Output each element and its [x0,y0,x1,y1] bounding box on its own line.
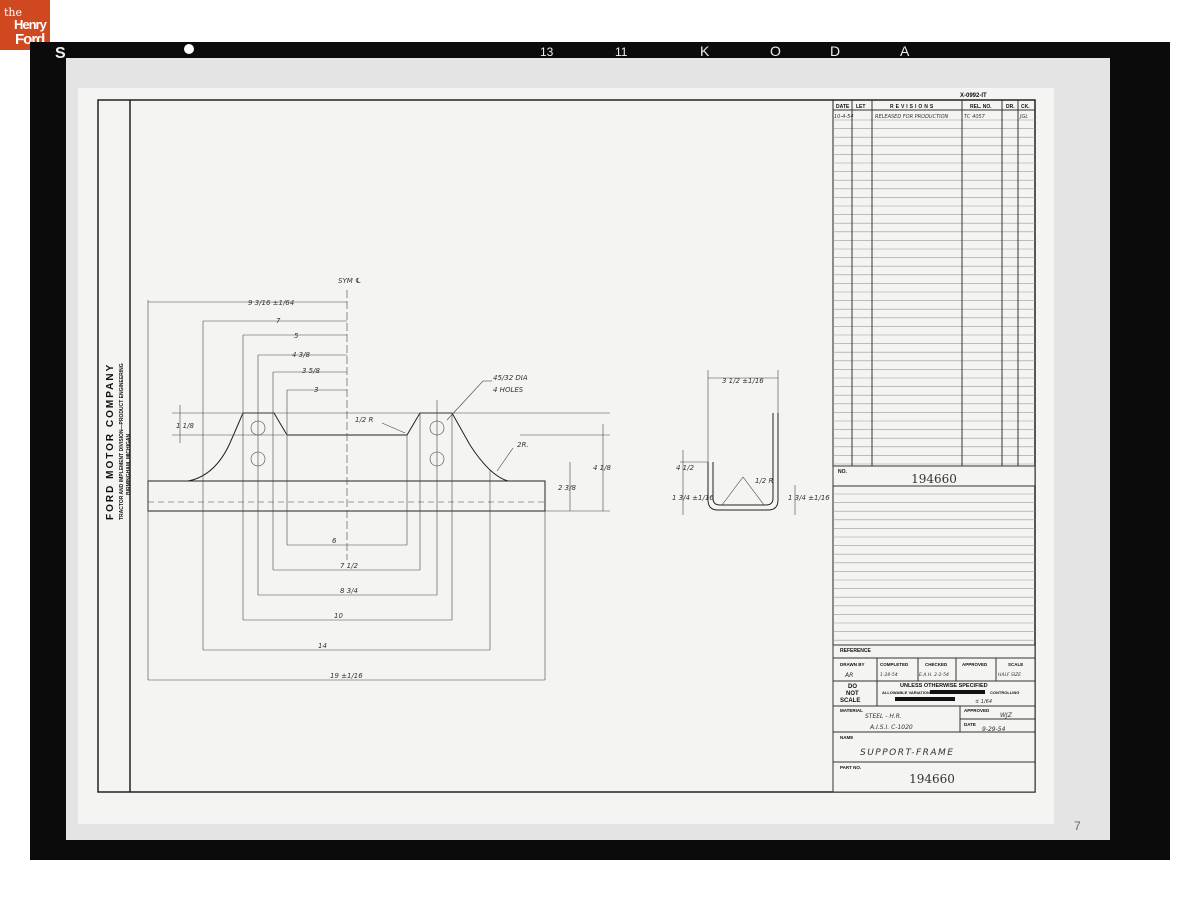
dimension-label: 1 3/4 ±1/16 [672,494,714,502]
film-edge-mark: O [770,43,781,59]
completed-label: COMPLETED [880,662,909,667]
hole-note: 4 HOLES [493,386,524,394]
reference-label: REFERENCE [840,648,872,654]
dimension-label: 6 [332,537,337,545]
revision-checker: JGL [1019,114,1028,120]
radius-label: 1/2 R [755,477,773,485]
film-edge-mark: S [55,45,66,62]
side-view-dimensions: 3 1/2 ±1/16 4 1/2 1/2 R 1 3/4 ±1/16 1 3/… [672,377,830,502]
revision-header: DR. [1006,104,1015,110]
form-number: X-0992-IT [960,93,987,99]
revision-text: RELEASED FOR PRODUCTION [875,114,949,120]
title-block: REFERENCE DRAWN BY COMPLETED CHECKED APP… [832,644,1036,793]
dimension-label: 5 [294,332,299,340]
dimension-label: 9 3/16 ±1/64 [248,299,294,307]
front-view [147,290,610,681]
film-edge-mark: 7 [1074,819,1081,833]
company-name: FORD MOTOR COMPANY [105,363,116,520]
part-number: 194660 [909,772,955,786]
approved-label: APPROVED [962,662,988,667]
dimension-label: 7 [276,317,281,325]
completed-value: 1-28-54 [880,672,898,678]
film-edge-mark: A [900,43,910,59]
dimension-label: 1 3/4 ±1/16 [788,494,830,502]
logo-text: the [4,6,23,19]
dimension-label: 3 1/2 ±1/16 [722,377,764,385]
dimension-label: 3 5/8 [302,367,320,375]
controlling-label: CONTROLLING [990,690,1019,695]
scale-label: SCALE [1008,662,1023,667]
film-edge-mark: 11 [615,45,628,59]
material-spec: A.I.S.I. C-1020 [869,724,913,731]
dimension-label: 1 1/8 [176,422,194,430]
date-value: 9-29-54 [982,726,1006,733]
material-label: MATERIAL [840,708,863,713]
dimension-label: 2 3/8 [558,484,576,492]
part-name: SUPPORT-FRAME [860,748,955,758]
radius-label: 1/2 R [355,416,373,424]
revision-header: REVISIONS [890,104,935,110]
film-edge-mark: K [700,43,710,59]
name-label: NAME [840,735,853,740]
revision-header: DATE [836,104,850,110]
revision-header: CK. [1021,104,1030,110]
part-no-label: PART NO. [840,765,861,770]
henry-ford-logo: the Henry Ford [0,0,50,50]
revision-header: LET [856,104,865,110]
dimension-label: 7 1/2 [340,562,358,570]
front-view-dimensions: SYM ℄ 9 3/16 ±1/64 7 5 4 3/8 3 5/8 3 1 1… [176,277,611,680]
dimension-label: 8 3/4 [340,587,358,595]
checked-value: E.A.H. 2-2-54 [919,672,949,678]
drawn-by-value: AR [844,672,853,679]
revision-rel-no: TC 4057 [964,114,986,120]
dimension-label: 14 [318,642,327,650]
drawn-by-label: DRAWN BY [840,662,865,667]
do-not-scale: SCALE [840,698,860,704]
dimension-label: 4 3/8 [292,351,310,359]
film-mark [184,44,194,54]
checked-label: CHECKED [925,662,948,667]
symmetry-note: SYM ℄ [338,277,361,285]
dimension-label: 3 [314,386,318,394]
tolerance: ± 1/64 [975,699,992,705]
dimension-label: 4 1/2 [676,464,694,472]
do-not-scale: NOT [846,691,859,697]
film-edge-mark: 13 [540,45,554,59]
approved-value: WJZ [1000,712,1013,719]
drawing-number: 194660 [911,472,957,486]
unless-specified: UNLESS OTHERWISE SPECIFIED [900,683,988,689]
dimension-label: 4 1/8 [593,464,611,472]
location: BIRMINGHAM, MICHIGAN [126,434,132,495]
number-label: NO. [838,469,848,475]
date-label: DATE [964,722,976,727]
scale-value: HALF SIZE [998,672,1021,678]
dimension-label: 19 ±1/16 [330,672,363,680]
material-value: STEEL - H.R. [865,713,902,720]
company-title: FORD MOTOR COMPANY TRACTOR AND IMPLEMENT… [105,363,132,520]
film-edge-mark: D [830,43,840,59]
side-view [680,370,796,515]
revision-header: REL. NO. [970,104,992,110]
hole-note: 45/32 DIA [493,374,528,382]
approved-label: APPROVED [964,708,990,713]
revision-date: 10-4-54 [834,114,854,120]
division-name: TRACTOR AND IMPLEMENT DIVISION—PRODUCT E… [119,363,125,520]
radius-label: 2R. [517,441,529,449]
dimension-label: 10 [334,612,343,620]
do-not-scale: DO [848,684,857,690]
logo-text: Henry [14,17,47,32]
allowable-variation: ALLOWABLE VARIATION [882,690,930,695]
